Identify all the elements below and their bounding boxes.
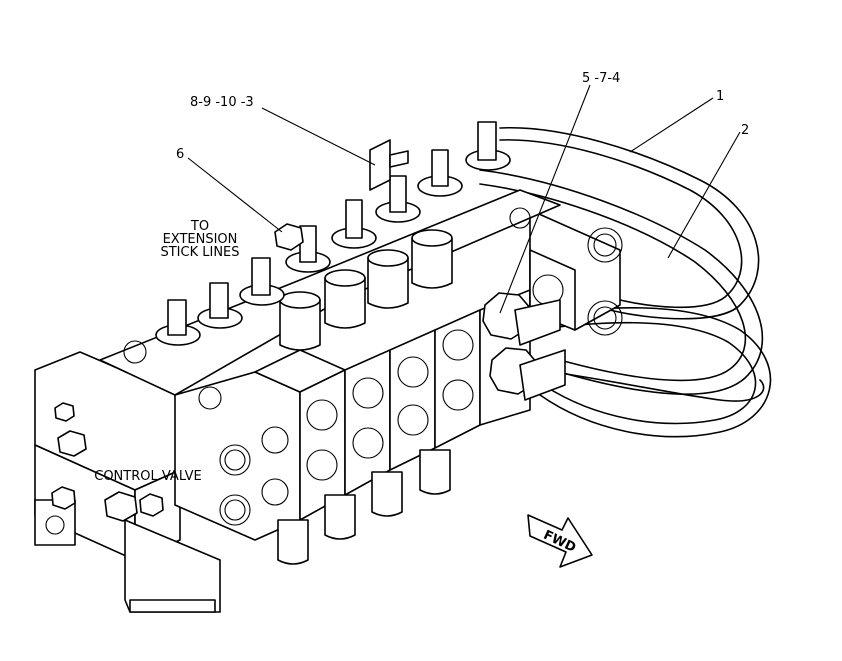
hydraulic-lines (479, 126, 772, 438)
note-stick-lines: STICK LINES (160, 245, 239, 260)
end-cap-bolts (51, 402, 164, 522)
tube-fittings (482, 292, 566, 401)
leader-1 (629, 97, 714, 153)
callout-5-7-4: 5 -7-4 (582, 71, 620, 86)
note-control-valve: CONTROL VALVE (94, 469, 202, 484)
fwd-arrow: FWD (527, 514, 593, 568)
callout-1: 1 (716, 89, 724, 104)
leader-5-7-4 (499, 84, 591, 314)
callout-6: 6 (176, 147, 184, 162)
callout-2: 2 (741, 123, 749, 138)
note-extension: EXTENSION (163, 232, 238, 247)
spool-end-caps (277, 449, 451, 565)
spool-actuators (155, 121, 511, 351)
leader-8-9-10-3 (261, 107, 376, 166)
valve-ports (123, 207, 623, 526)
control-valve-body (34, 189, 623, 613)
leader-2 (667, 131, 741, 259)
callout-8-9-10-3: 8-9 -10 -3 (190, 95, 254, 110)
leader-6 (187, 157, 283, 233)
leader-lines (187, 84, 741, 314)
note-to: TO (190, 219, 209, 234)
